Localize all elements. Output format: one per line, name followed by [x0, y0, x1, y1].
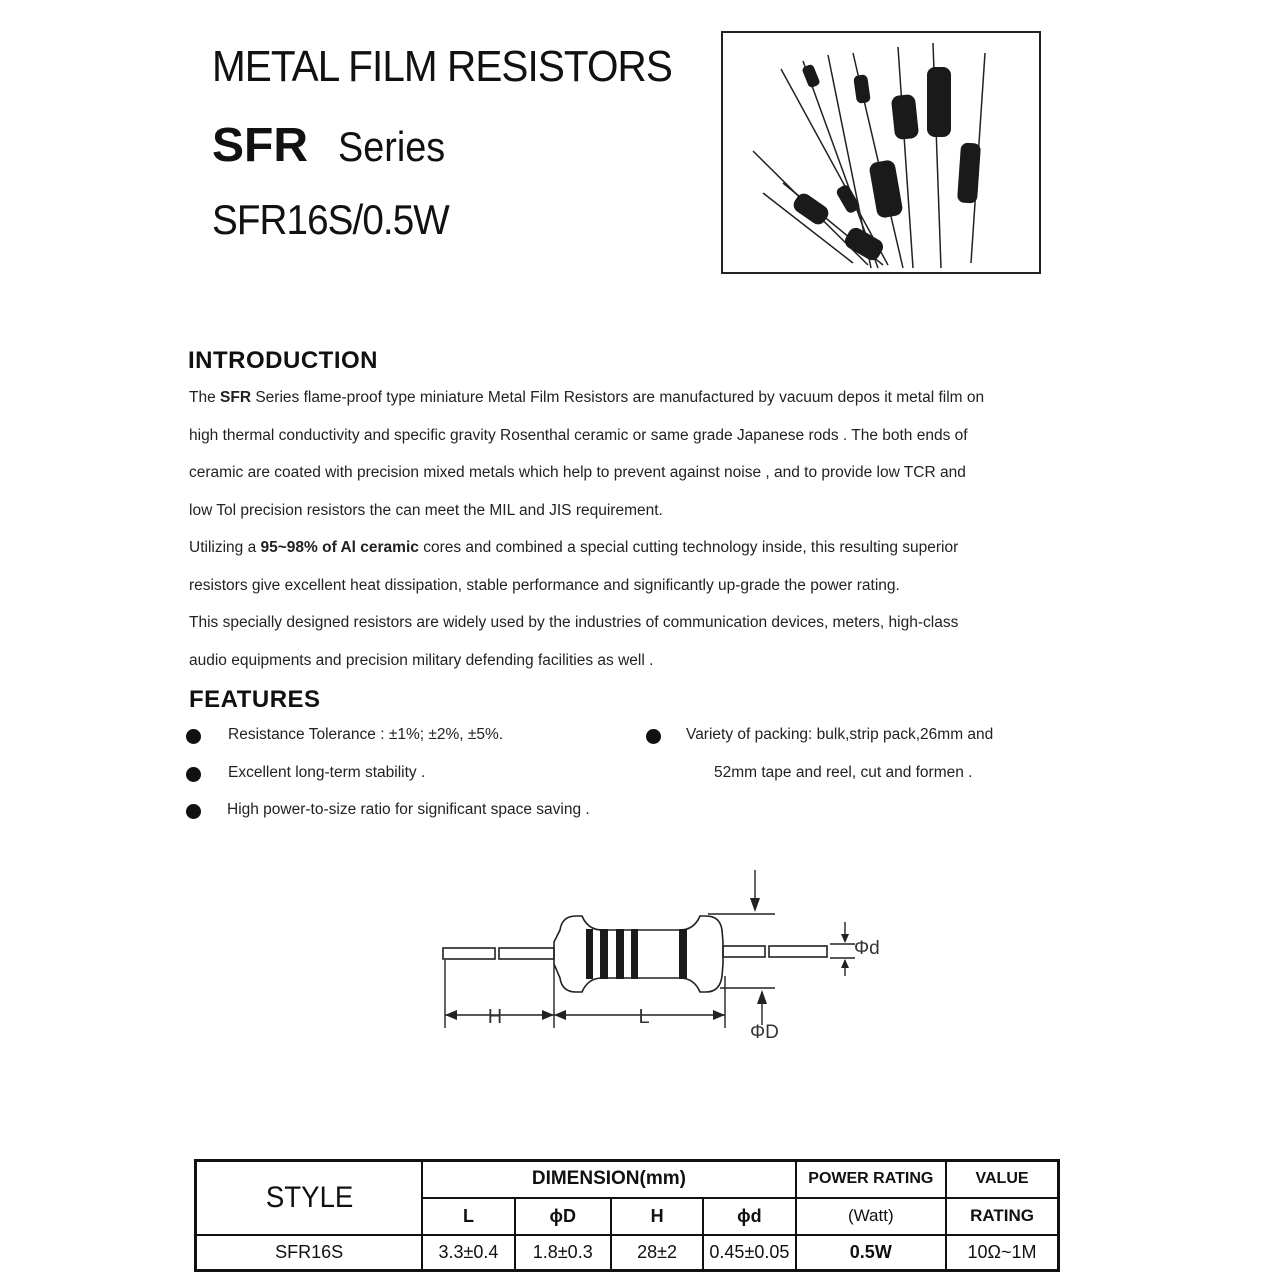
right-lead-segment [768, 945, 828, 958]
color-band [631, 929, 638, 979]
resistor-dimension-diagram: H L ΦD Φd [442, 870, 880, 1043]
feature-packing-continued: 52mm tape and reel, cut and formen . [714, 764, 973, 781]
value-rating-header: VALUE [945, 1159, 1060, 1199]
dimension-label-phi-big-d: ΦD [750, 1022, 779, 1043]
introduction-line: Utilizing a 95~98% of Al ceramic cores a… [189, 529, 984, 567]
feature-tolerance: Resistance Tolerance : ±1%; ±2%, ±5%. [228, 726, 504, 743]
product-photo [721, 31, 1041, 274]
feature-packing: Variety of packing: bulk,strip pack,26mm… [686, 726, 994, 743]
line-emphasis: SFR [220, 389, 252, 406]
left-lead [442, 947, 496, 960]
power-unit: (Watt) [794, 1196, 948, 1236]
right-lead [722, 945, 766, 958]
power-rating-header: POWER RATING [794, 1159, 948, 1199]
feature-stability: Excellent long-term stability . [228, 764, 426, 781]
introduction-heading: INTRODUCTION [188, 347, 378, 374]
introduction-line: resistors give excellent heat dissipatio… [189, 567, 984, 605]
bullet-icon [186, 767, 201, 782]
line-text: cores and combined a special cutting tec… [418, 539, 959, 556]
row-power: 0.5W [794, 1233, 948, 1272]
dimension-label-phi-small-d: Φd [854, 938, 880, 959]
line-text: high thermal conductivity and specific g… [189, 426, 968, 444]
style-header: STYLE [203, 1159, 415, 1236]
introduction-line: ceramic are coated with precision mixed … [189, 454, 984, 492]
series-code: SFR [212, 119, 308, 172]
row-phi-big-d: 1.8±0.3 [513, 1233, 612, 1272]
introduction-line: low Tol precision resistors the can meet… [189, 492, 984, 530]
resistor-body [553, 915, 724, 993]
introduction-line: The SFR Series flame-proof type miniatur… [189, 379, 984, 417]
line-text: The [189, 389, 221, 406]
bullet-icon [186, 729, 201, 744]
model-title: SFR16S/0.5W [212, 196, 450, 243]
dimension-header: DIMENSION(mm) [421, 1159, 797, 1199]
bullet-icon [186, 804, 201, 819]
value-rating-sub: RATING [945, 1196, 1060, 1236]
feature-power-ratio: High power-to-size ratio for significant… [227, 801, 590, 818]
color-band [586, 929, 593, 979]
document-title: METAL FILM RESISTORS [212, 42, 673, 91]
row-style: SFR16S [194, 1233, 424, 1272]
series-title: SFR Series [212, 118, 457, 173]
introduction-line: audio equipments and precision military … [189, 642, 984, 680]
line-text: ceramic are coated with precision mixed … [189, 464, 966, 481]
line-emphasis: 95~98% of Al ceramic [260, 539, 419, 556]
introduction-body: The SFR Series flame-proof type miniatur… [189, 379, 984, 679]
row-phi-small-d: 0.45±0.05 [702, 1233, 797, 1272]
line-text: resistors give excellent heat dissipatio… [189, 576, 900, 594]
line-text: Utilizing a [189, 539, 261, 556]
left-lead-segment [498, 947, 555, 960]
dimension-label-h: H [488, 1006, 502, 1028]
color-band [616, 929, 624, 979]
bullet-icon [646, 729, 661, 744]
series-word: Series [338, 123, 446, 170]
introduction-line: This specially designed resistors are wi… [189, 604, 984, 642]
column-phi-big-d: ϕD [513, 1196, 612, 1236]
row-value: 10Ω~1M [945, 1233, 1060, 1272]
line-text: low Tol precision resistors the can meet… [189, 501, 663, 519]
dimension-label-l: L [638, 1006, 649, 1028]
color-band [679, 929, 687, 979]
line-text: Series flame-proof type miniature Metal … [251, 389, 985, 406]
row-l: 3.3±0.4 [421, 1233, 516, 1272]
line-text: This specially designed resistors are wi… [189, 614, 959, 631]
features-heading: FEATURES [189, 686, 321, 713]
line-text: audio equipments and precision military … [189, 651, 654, 669]
introduction-line: high thermal conductivity and specific g… [189, 417, 984, 455]
resistors-illustration [752, 42, 986, 269]
specification-table: STYLE DIMENSION(mm) POWER RATING VALUE L… [194, 1159, 1060, 1272]
column-phi-small-d: ϕd [702, 1196, 797, 1236]
column-h: H [609, 1196, 705, 1236]
column-l: L [421, 1196, 516, 1236]
row-h: 28±2 [609, 1233, 705, 1272]
color-band [600, 929, 608, 979]
